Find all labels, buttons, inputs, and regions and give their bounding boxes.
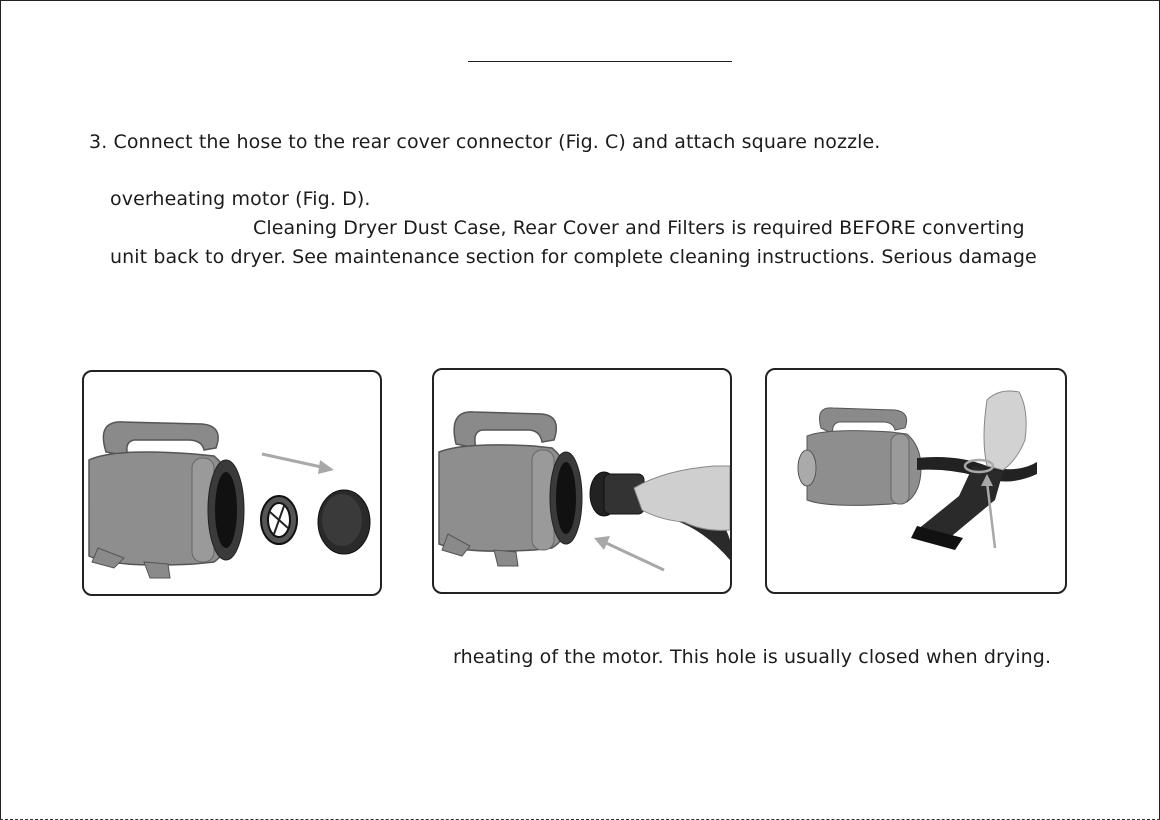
nozzle-attach-illustration xyxy=(797,390,1037,550)
unit-back-text: unit back to dryer. See maintenance sect… xyxy=(110,246,1037,268)
heading-underline xyxy=(468,61,732,62)
rheating-text: rheating of the motor. This hole is usua… xyxy=(453,646,1052,668)
step-3-text: 3. Connect the hose to the rear cover co… xyxy=(89,131,881,153)
overheating-text: overheating motor (Fig. D). xyxy=(110,188,371,210)
figure-hose-attach xyxy=(432,368,732,594)
figure-nozzle-attach xyxy=(765,368,1067,594)
figure-filter-removal xyxy=(82,370,382,596)
hose-attach-illustration xyxy=(438,411,730,572)
cleaning-warning-text: Cleaning Dryer Dust Case, Rear Cover and… xyxy=(253,217,1025,239)
dryer-filter-removal-illustration xyxy=(88,421,371,579)
